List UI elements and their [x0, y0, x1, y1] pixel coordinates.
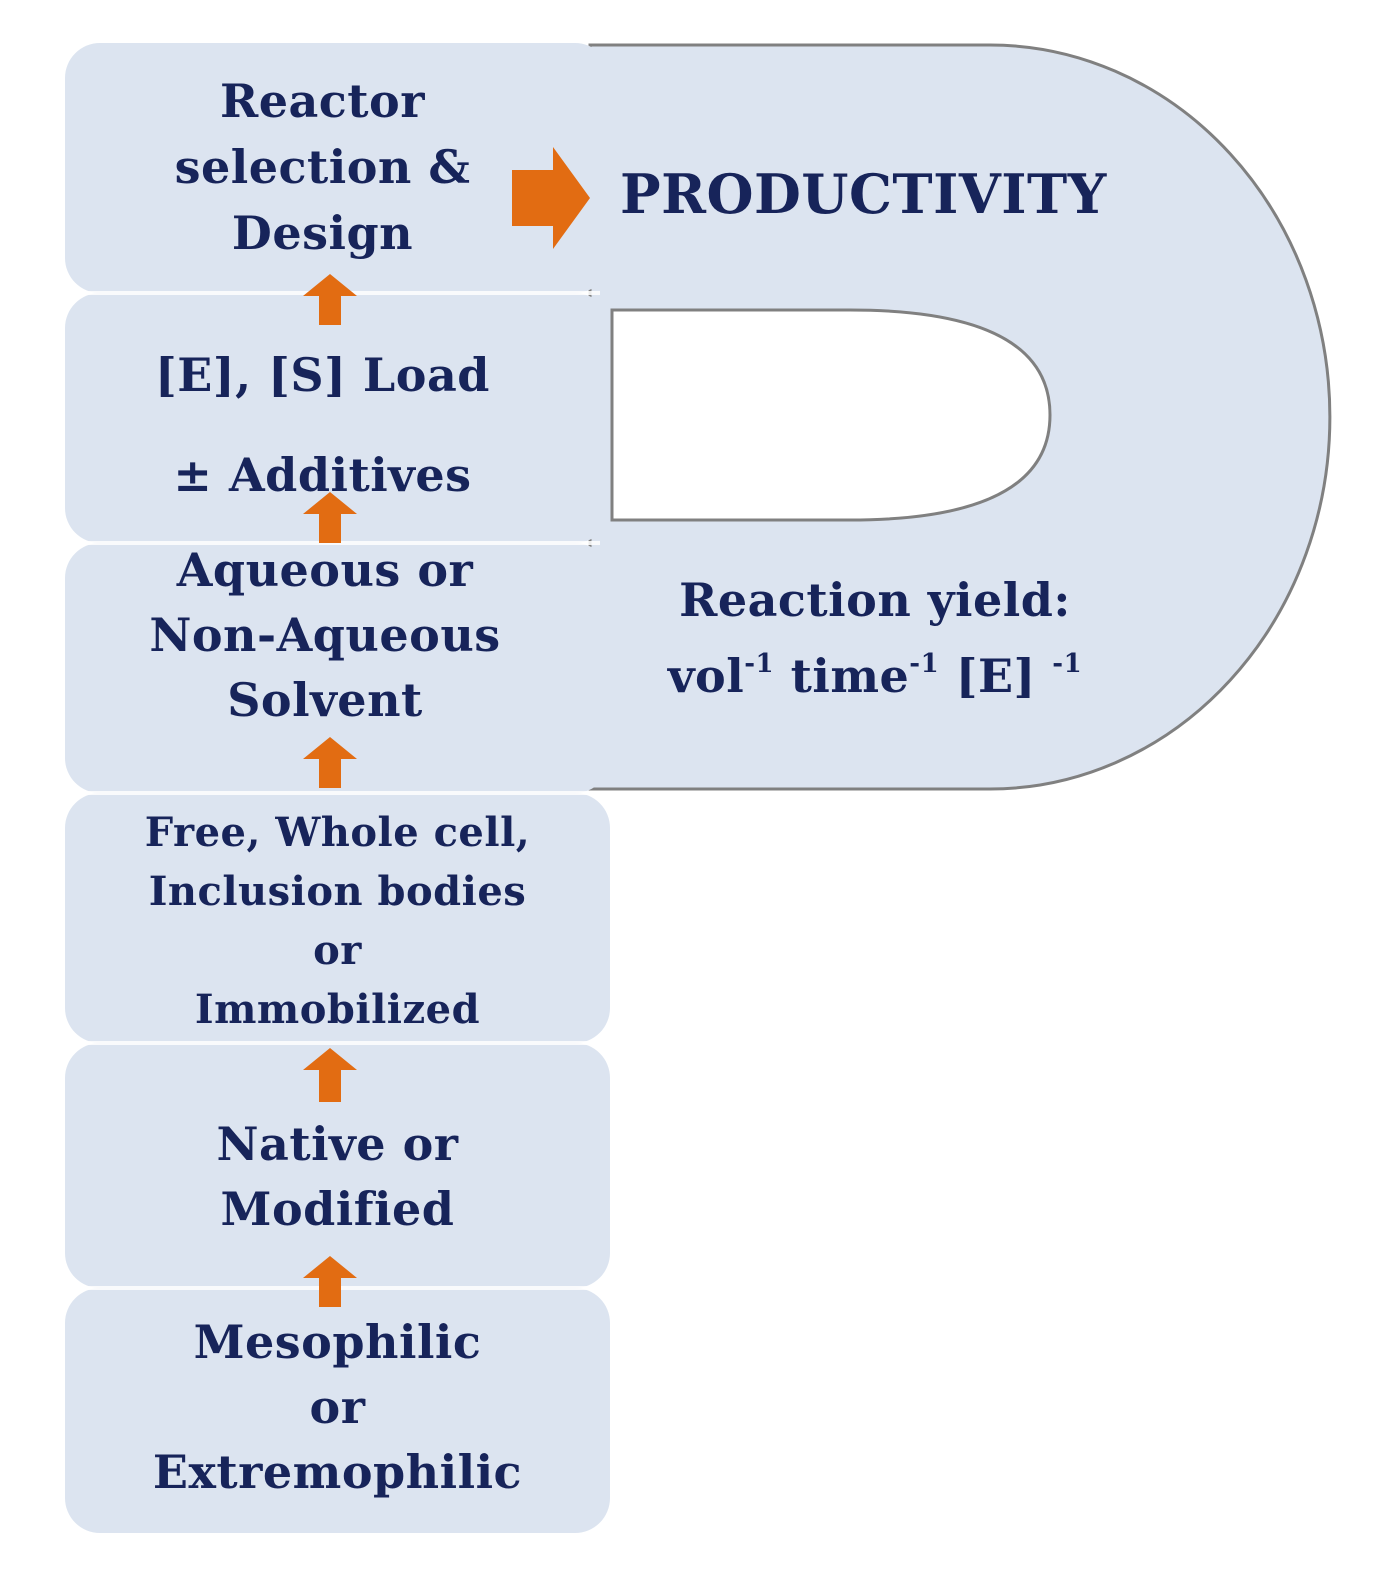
up-arrow-icon [303, 274, 357, 325]
step-line: Solvent [227, 673, 423, 727]
step-line: Modified [220, 1182, 455, 1236]
yield-term-time: time [790, 649, 910, 703]
step-line: Inclusion bodies [148, 868, 527, 915]
reaction-yield: Reaction yield: vol-1 time-1 [E] -1 [640, 568, 1110, 708]
step-line: ± Additives [173, 448, 472, 502]
step-load-additives: [E], [S] Load ± Additives [65, 325, 580, 525]
step-enzyme-form: Free, Whole cell, Inclusion bodies or Im… [65, 803, 610, 1039]
yield-exponent: -1 [909, 649, 940, 679]
up-arrow-icon [303, 492, 357, 543]
up-arrow-icon [303, 737, 357, 788]
step-line: Native or [216, 1117, 459, 1171]
yield-term-vol: vol [667, 649, 745, 703]
step-line: Reactor [220, 74, 425, 128]
step-box-load [65, 293, 610, 543]
step-line: or [313, 927, 362, 974]
step-line: Aqueous or [176, 543, 474, 597]
step-box-native [65, 1043, 610, 1288]
step-line: Immobilized [194, 986, 481, 1033]
step-line: Free, Whole cell, [144, 809, 531, 856]
step-box-solvent [65, 543, 610, 793]
yield-exponent: -1 [744, 649, 775, 679]
up-arrow-icon [303, 1048, 357, 1102]
step-line: [E], [S] Load [155, 348, 490, 402]
step-box-origin [65, 1288, 610, 1533]
step-solvent: Aqueous or Non-Aqueous Solvent [65, 538, 585, 733]
step-reactor-design: Reactor selection & Design [65, 68, 580, 266]
step-origin: Mesophilic or Extremophilic [65, 1310, 610, 1505]
yield-formula: vol-1 time-1 [E] -1 [640, 632, 1110, 708]
p-counter [610, 308, 1052, 522]
step-native-modified: Native or Modified [65, 1112, 610, 1242]
up-arrow-icon [303, 1256, 357, 1307]
step-box-form [65, 793, 610, 1043]
step-line: selection & [174, 140, 471, 194]
step-line: Design [231, 206, 414, 260]
step-line: or [309, 1380, 366, 1434]
step-line: Extremophilic [152, 1445, 523, 1499]
productivity-title: PRODUCTIVITY [620, 162, 1107, 226]
step-line: Non-Aqueous [149, 608, 501, 662]
right-arrow-icon [512, 147, 590, 249]
step-line: Mesophilic [193, 1315, 482, 1369]
yield-exponent: -1 [1052, 649, 1083, 679]
yield-term-enzyme: [E] [955, 649, 1036, 703]
yield-label: Reaction yield: [679, 573, 1071, 627]
step-box-reactor [65, 43, 610, 293]
